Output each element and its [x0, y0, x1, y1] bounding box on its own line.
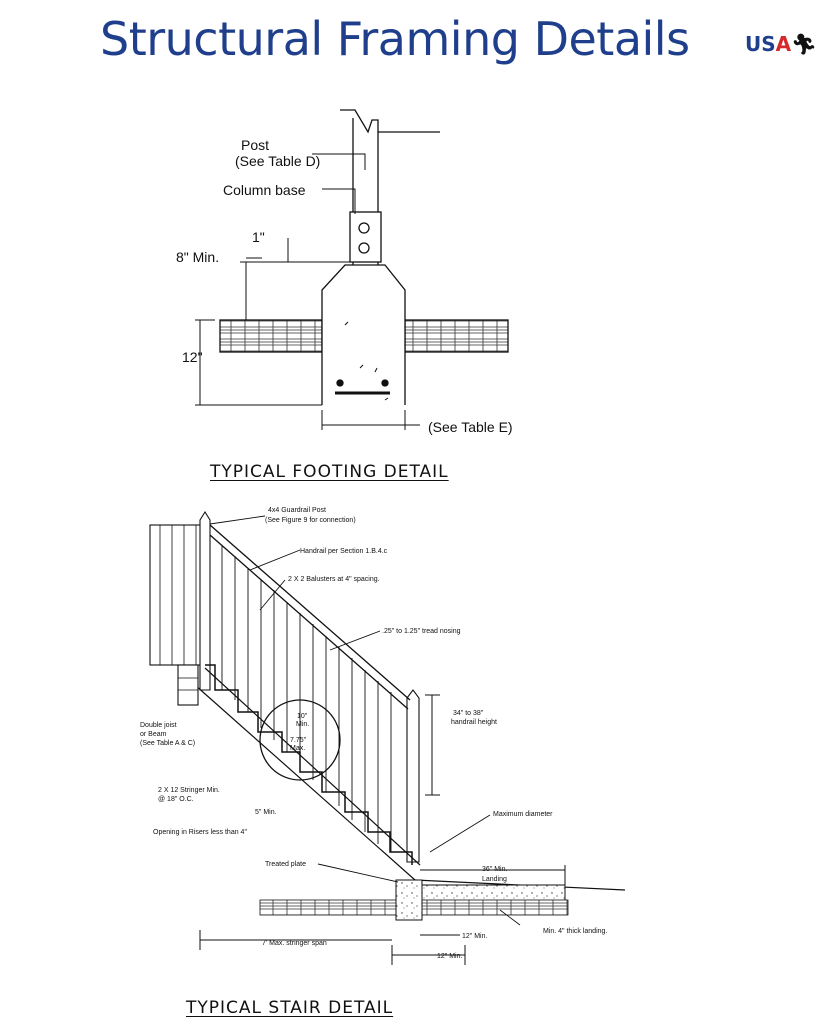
label-joist-2: or Beam [140, 731, 167, 738]
label-joist-3: (See Table A & C) [140, 740, 195, 747]
stair-labels: 4x4 Guardrail Post (See Figure 9 for con… [140, 507, 607, 960]
stringer [194, 667, 421, 881]
label-landing-thickness: Min. 4" thick landing. [543, 928, 607, 935]
label-post-ref: (See Table D) [235, 153, 320, 169]
label-max-diameter: Maximum diameter [493, 811, 553, 818]
runner-icon: 🏃︎ [791, 32, 817, 56]
label-landing-2: Landing [482, 876, 507, 883]
footing-labels: Post (See Table D) Column base 1" 8" Min… [176, 137, 513, 435]
handrail [209, 524, 411, 710]
tread-riser-detail-circle [259, 699, 341, 781]
balusters [221, 545, 392, 852]
stair-steps [205, 664, 413, 865]
footing-group [195, 109, 509, 430]
label-treated-plate: Treated plate [265, 861, 306, 868]
soil-left [219, 319, 323, 353]
stair-group [149, 510, 626, 965]
stair-footing [395, 879, 423, 921]
logo-text-a: A [775, 32, 792, 56]
deck-beam-outline [340, 109, 440, 134]
label-riser-1: 7.75" [290, 737, 307, 744]
label-column-base: Column base [223, 182, 306, 198]
label-stringer-2: @ 18" O.C. [158, 796, 194, 803]
bottom-guardrail-post [406, 689, 420, 863]
label-stringer-1: 2 X 12 Stringer Min. [158, 787, 220, 794]
label-stringer-span: 7' Max. stringer span [262, 940, 327, 947]
label-12in: 12" [182, 349, 203, 365]
column-base-bracket [349, 211, 382, 263]
double-joist [177, 664, 199, 706]
label-12in-min-b: 12" Min. [437, 953, 462, 960]
label-5in-min: 5" Min. [255, 809, 277, 816]
label-tread-2: Min. [296, 721, 309, 728]
label-post: Post [241, 137, 269, 153]
label-riser-2: Max. [290, 745, 305, 752]
top-guardrail-post [199, 510, 211, 691]
label-rail-height-1: 34" to 38" [453, 710, 484, 717]
label-see-table-e: (See Table E) [428, 419, 513, 435]
usa-logo: USA🏃︎ [745, 32, 817, 56]
label-riser-opening: Opening in Risers less than 4" [153, 829, 247, 836]
label-12in-min-a: 12" Min. [462, 933, 487, 940]
label-joist-1: Double joist [140, 722, 177, 729]
label-balusters: 2 X 2 Balusters at 4" spacing. [288, 576, 380, 583]
label-8min: 8" Min. [176, 249, 219, 265]
logo-text-us: US [745, 32, 776, 56]
upper-deck-railing [149, 524, 203, 666]
label-tread-1: 10" [297, 713, 308, 720]
label-1in: 1" [252, 229, 265, 245]
label-landing-1: 36" Min. [482, 866, 507, 873]
label-handrail: Handrail per Section 1.B.4.c [300, 548, 388, 555]
label-guardrail-post: 4x4 Guardrail Post [268, 507, 326, 514]
label-guardrail-post-ref: (See Figure 9 for connection) [265, 517, 356, 524]
footing-caption: TYPICAL FOOTING DETAIL [210, 462, 449, 482]
footing-outline [321, 264, 406, 405]
label-rail-height-2: handrail height [451, 719, 497, 726]
soil-right [404, 319, 509, 353]
page-title: Structural Framing Details [100, 12, 690, 66]
label-tread-nosing: .25" to 1.25" tread nosing [382, 628, 461, 635]
stair-caption: TYPICAL STAIR DETAIL [186, 998, 394, 1018]
